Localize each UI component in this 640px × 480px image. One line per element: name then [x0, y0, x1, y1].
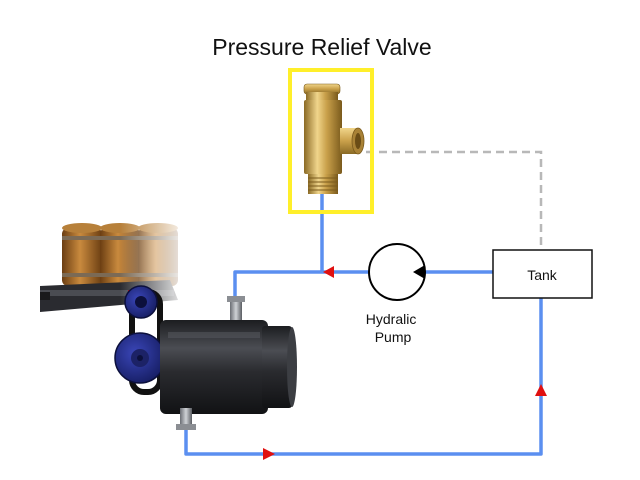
- flow-arrow-up: [535, 384, 547, 396]
- hydraulic-pump-icon[interactable]: [368, 243, 426, 301]
- valve-highlight-box: [288, 68, 374, 214]
- pressure-line-pipe: [233, 270, 370, 302]
- tank-box[interactable]: Tank: [492, 249, 593, 299]
- flow-arrow-right: [263, 448, 275, 460]
- page-title: Pressure Relief Valve: [212, 34, 431, 60]
- flow-arrow-left: [323, 266, 334, 278]
- hydraulic-motor-icon[interactable]: [160, 296, 297, 430]
- tank-return-pipe: [184, 298, 543, 456]
- barrel-conveyor-icon: [40, 215, 190, 315]
- dashed-drain-line: [366, 150, 543, 250]
- flow-arrows: [263, 266, 547, 460]
- relief-valve-icon[interactable]: [303, 83, 365, 194]
- tank-label: Tank: [527, 267, 558, 283]
- pump-label: Hydralic Pump: [366, 311, 420, 345]
